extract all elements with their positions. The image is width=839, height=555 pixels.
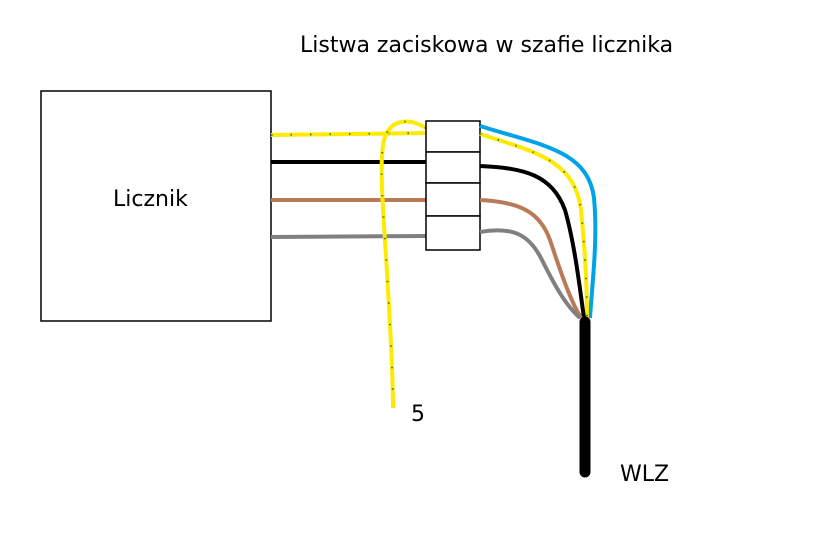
diagram-title: Listwa zaciskowa w szafie licznika: [300, 33, 673, 58]
loose-wire-label: 5: [411, 402, 425, 427]
wire-gray-cable: [479, 228, 582, 320]
wire-gray-meter: [270, 234, 428, 239]
terminal-1: [425, 120, 481, 153]
wire-pe-loose: [379, 119, 428, 409]
wire-pe-cable: [479, 132, 589, 319]
terminal-3: [425, 182, 481, 217]
meter-box: [40, 90, 272, 322]
wire-black-cable: [479, 164, 586, 319]
terminal-2: [425, 151, 481, 184]
wire-pe-meter-dots: [270, 132, 428, 136]
terminal-block: [425, 120, 481, 251]
wire-blue-cable: [479, 124, 598, 319]
wire-brown-cable: [479, 198, 583, 320]
cable-label: WLZ: [620, 462, 669, 487]
meter-label: Licznik: [113, 187, 188, 212]
terminal-4: [425, 215, 481, 251]
